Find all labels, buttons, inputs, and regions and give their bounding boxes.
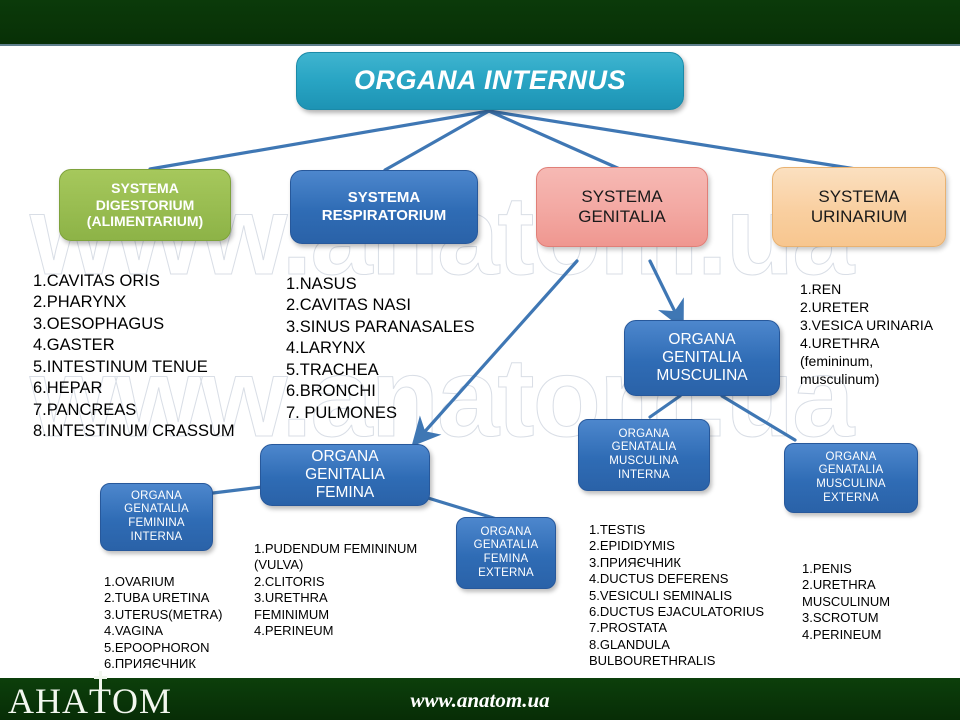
list-musculina-interna: 1.TESTIS 2.EPIDIDYMIS 3.ПРИЯЄЧНИК 4.DUCT… <box>589 522 765 668</box>
node-organa-genatalia-musculina-externa[interactable]: ORGANA GENATALIA MUSCULINA EXTERNA <box>784 443 918 513</box>
anatom-logo: АНАТОМ <box>8 671 173 720</box>
list-feminina-interna: 1.OVARIUM 2.TUBA URETINA 3.UTERUS(METRA)… <box>104 574 223 671</box>
node-organa-internus[interactable]: ORGANA INTERNUS <box>296 52 684 110</box>
node-organa-genatalia-musculina-interna[interactable]: ORGANA GENATALIA MUSCULINA INTERNA <box>578 419 710 491</box>
node-systema-urinarium-label: SYSTEMA URINARIUM <box>810 186 908 226</box>
list-musculina-externa: 1.PENIS 2.URETHRA MUSCULINUM 3.SCROTUM 4… <box>802 561 891 642</box>
node-systema-respiratorium-label: SYSTEMA RESPIRATORIUM <box>321 189 447 224</box>
node-systema-genitalia-label: SYSTEMA GENITALIA <box>578 186 666 226</box>
node-systema-genitalia[interactable]: SYSTEMA GENITALIA <box>536 167 708 247</box>
header-divider <box>0 44 960 46</box>
list-urinarium: 1.REN 2.URETER 3.VESICA URINARIA 4.URETH… <box>800 281 934 387</box>
list-femina-externa: 1.PUDENDUM FEMININUM (VULVA) 2.CLITORIS … <box>254 541 418 638</box>
logo-cross-icon: Т <box>89 671 112 720</box>
node-organa-genitalia-femina-label: ORGANA GENITALIA FEMINA <box>305 447 385 502</box>
node-organa-genitalia-musculina[interactable]: ORGANA GENITALIA MUSCULINA <box>624 320 780 396</box>
node-organa-genatalia-feminina-interna-label: ORGANA GENATALIA FEMININA INTERNA <box>124 489 189 543</box>
node-organa-genatalia-musculina-externa-label: ORGANA GENATALIA MUSCULINA EXTERNA <box>816 450 886 504</box>
node-organa-genatalia-femina-externa[interactable]: ORGANA GENATALIA FEMINA EXTERNA <box>456 517 556 589</box>
list-respiratorium: 1.NASUS 2.CAVITAS NASI 3.SINUS PARANASAL… <box>286 275 475 422</box>
node-systema-digestorium-label: SYSTEMA DIGESTORIUM (ALIMENTARIUM) <box>86 180 204 230</box>
node-organa-genatalia-feminina-interna[interactable]: ORGANA GENATALIA FEMININA INTERNA <box>100 483 213 551</box>
node-organa-genatalia-femina-externa-label: ORGANA GENATALIA FEMINA EXTERNA <box>473 525 539 579</box>
header-bar <box>0 0 960 44</box>
node-systema-urinarium[interactable]: SYSTEMA URINARIUM <box>772 167 946 247</box>
footer-url[interactable]: www.anatom.ua <box>410 688 550 712</box>
footer-bar <box>0 678 960 720</box>
node-organa-internus-label: ORGANA INTERNUS <box>353 65 626 96</box>
list-digestorium: 1.CAVITAS ORIS 2.PHARYNX 3.OESOPHAGUS 4.… <box>33 272 235 441</box>
node-systema-digestorium[interactable]: SYSTEMA DIGESTORIUM (ALIMENTARIUM) <box>59 169 231 241</box>
node-systema-respiratorium[interactable]: SYSTEMA RESPIRATORIUM <box>290 170 478 244</box>
node-organa-genatalia-musculina-interna-label: ORGANA GENATALIA MUSCULINA INTERNA <box>609 427 679 481</box>
node-organa-genitalia-femina[interactable]: ORGANA GENITALIA FEMINA <box>260 444 430 506</box>
logo-text-after: ОМ <box>112 681 173 720</box>
node-organa-genitalia-musculina-label: ORGANA GENITALIA MUSCULINA <box>656 330 748 385</box>
logo-text-before: АНА <box>8 681 89 720</box>
